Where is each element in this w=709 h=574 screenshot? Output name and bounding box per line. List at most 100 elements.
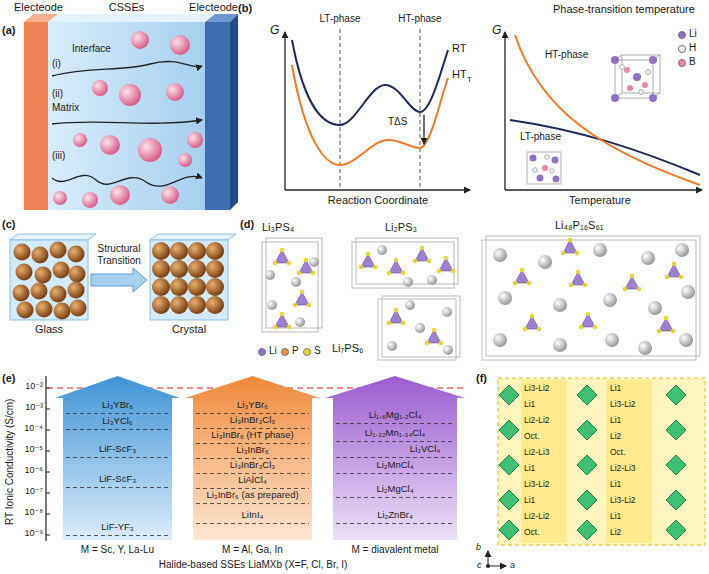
text-label: a [510, 560, 515, 570]
formula-label: Li₃InBr₆ (as prepared) [206, 490, 298, 501]
text-label: Li2-Li2 [524, 512, 550, 522]
electrode-slab: Electeode [205, 22, 230, 210]
text-label: Phase-transition temperature [553, 3, 695, 16]
panel-letter: (f) [476, 372, 487, 385]
text-label: Li2-Li2 [524, 416, 550, 426]
level-line [336, 457, 454, 458]
formula-label: Li₃InBr₆ [236, 445, 269, 456]
text-label: Matrix [52, 102, 79, 114]
text-label: Li₄₈P₁₆S₆₁ [555, 219, 604, 232]
formula-label: Li₃InBr₆ (HT phase) [211, 430, 294, 441]
text-label: Oct. [610, 448, 626, 458]
legend-text: S [314, 345, 321, 357]
text-label: Li2-Li3 [524, 448, 550, 458]
formula-label: Li₁.₆Mg₁.₂Cl₄ [369, 410, 422, 421]
text-label: RT [452, 42, 466, 55]
node-title: Electeode [14, 1, 63, 14]
legend-text: Li [689, 28, 697, 40]
panel-letter: (e) [2, 372, 15, 385]
block-arrow [91, 268, 147, 292]
legend-swatch [258, 348, 266, 356]
level-line [196, 428, 309, 429]
text-label: Oct. [524, 432, 540, 442]
text-label: HT [452, 68, 467, 81]
text-label: 10⁻⁵ [25, 444, 44, 454]
formula-label: LiF-ScF₃ [99, 474, 136, 485]
panel-letter: (b) [238, 2, 252, 15]
text-label: Li3-Li2 [610, 496, 636, 506]
text-label: Li2 [610, 432, 621, 442]
text-label: b [476, 542, 481, 552]
panel-letter: (d) [240, 218, 254, 231]
group-caption: M = diavalent metal [352, 544, 439, 556]
text-label: G [492, 24, 501, 38]
arrow-body [185, 376, 320, 540]
formula-label: Li₃InBr₃Cl₃ [230, 460, 275, 471]
electrolyte-block: CSSEs [48, 22, 205, 210]
text-label: 10⁻⁴ [24, 423, 43, 433]
conductivity-arrow: Li₁.₆Mg₁.₂Cl₄Li₁.₃₂Mn₁.₃₄Cl₄Li₂VCl₄Li₂Mn… [325, 376, 465, 540]
legend-swatch [678, 31, 686, 39]
legend-swatch [678, 59, 686, 67]
text-label: 10⁻⁶ [25, 465, 43, 475]
text-label: Li₃PS₄ [262, 221, 294, 234]
level-line [336, 523, 454, 524]
text-label: G [270, 24, 279, 38]
level-line [196, 473, 309, 474]
level-line [336, 497, 454, 498]
formula-label: Li₁.₃₂Mn₁.₃₄Cl₄ [365, 428, 425, 439]
text-label: 10⁻⁷ [25, 486, 43, 496]
text-label: HT-phase [545, 49, 588, 61]
text-label: TΔS [388, 116, 407, 128]
text-label: Li3-Li2 [524, 480, 550, 490]
level-line [196, 503, 309, 504]
text-label: Li3-Li2 [610, 400, 636, 410]
level-line [196, 443, 309, 444]
legend-text: H [689, 42, 696, 54]
formula-label: Li₃YBr₆ [237, 400, 268, 411]
level-line [336, 423, 454, 424]
panel-letter: (a) [2, 24, 15, 37]
formula-label: Li₂MgCl₄ [376, 484, 413, 495]
formula-label: LiF-YF₃ [101, 522, 133, 533]
text-label: Interface [72, 43, 111, 55]
text-label: Li1 [524, 400, 535, 410]
text-label: Li1 [524, 464, 535, 474]
text-label: T [467, 75, 472, 84]
arrow-body [325, 376, 465, 540]
node-title: Electeode [189, 1, 238, 14]
legend-swatch [303, 348, 311, 356]
text-label: Li1 [610, 480, 621, 490]
edge-label: Structural Transition [87, 243, 151, 266]
legend-swatch [678, 45, 686, 53]
text-label: (iii) [52, 150, 65, 162]
text-label: Li1 [610, 416, 621, 426]
text-label: Li1 [610, 384, 621, 394]
level-line [336, 473, 454, 474]
legend-text: P [292, 345, 299, 357]
text-label: Oct. [524, 528, 540, 538]
level-line [196, 523, 309, 524]
text-label: Halide-based SSEs LiaMXb (X=F, Cl, Br, I… [159, 559, 348, 571]
electrode-slab: Electeode [24, 22, 48, 210]
glass-box: Glass [10, 240, 88, 320]
formula-label: Li₂ZnBr₄ [377, 510, 413, 521]
node-title: Crystal [172, 323, 206, 336]
legend-text: B [689, 56, 696, 68]
text-label: Li2 [610, 528, 621, 538]
text-label: Li1 [524, 496, 535, 506]
axis-title: RT Ionic Conductivity (S/cm) [4, 399, 16, 525]
level-line [336, 441, 454, 442]
group-caption: M = Sc, Y, La-Lu [81, 544, 154, 556]
text-label: 10⁻² [25, 381, 43, 391]
formula-label: LiF-ScF₃ [99, 444, 136, 455]
group-caption: M = Al, Ga, In [222, 544, 283, 556]
crystal-box: Crystal [150, 240, 228, 320]
level-line [196, 413, 309, 414]
text-label: 10⁻⁹ [24, 528, 43, 538]
level-line [66, 413, 169, 414]
level-line [196, 488, 309, 489]
conductivity-arrow: Li₃YBr₆Li₃YCl₆LiF-ScF₃LiF-ScF₃LiF-YF₃M =… [55, 376, 180, 540]
text-label: Li₂PS₃ [385, 221, 417, 234]
formula-label: Li₃YBr₆ [102, 400, 133, 411]
